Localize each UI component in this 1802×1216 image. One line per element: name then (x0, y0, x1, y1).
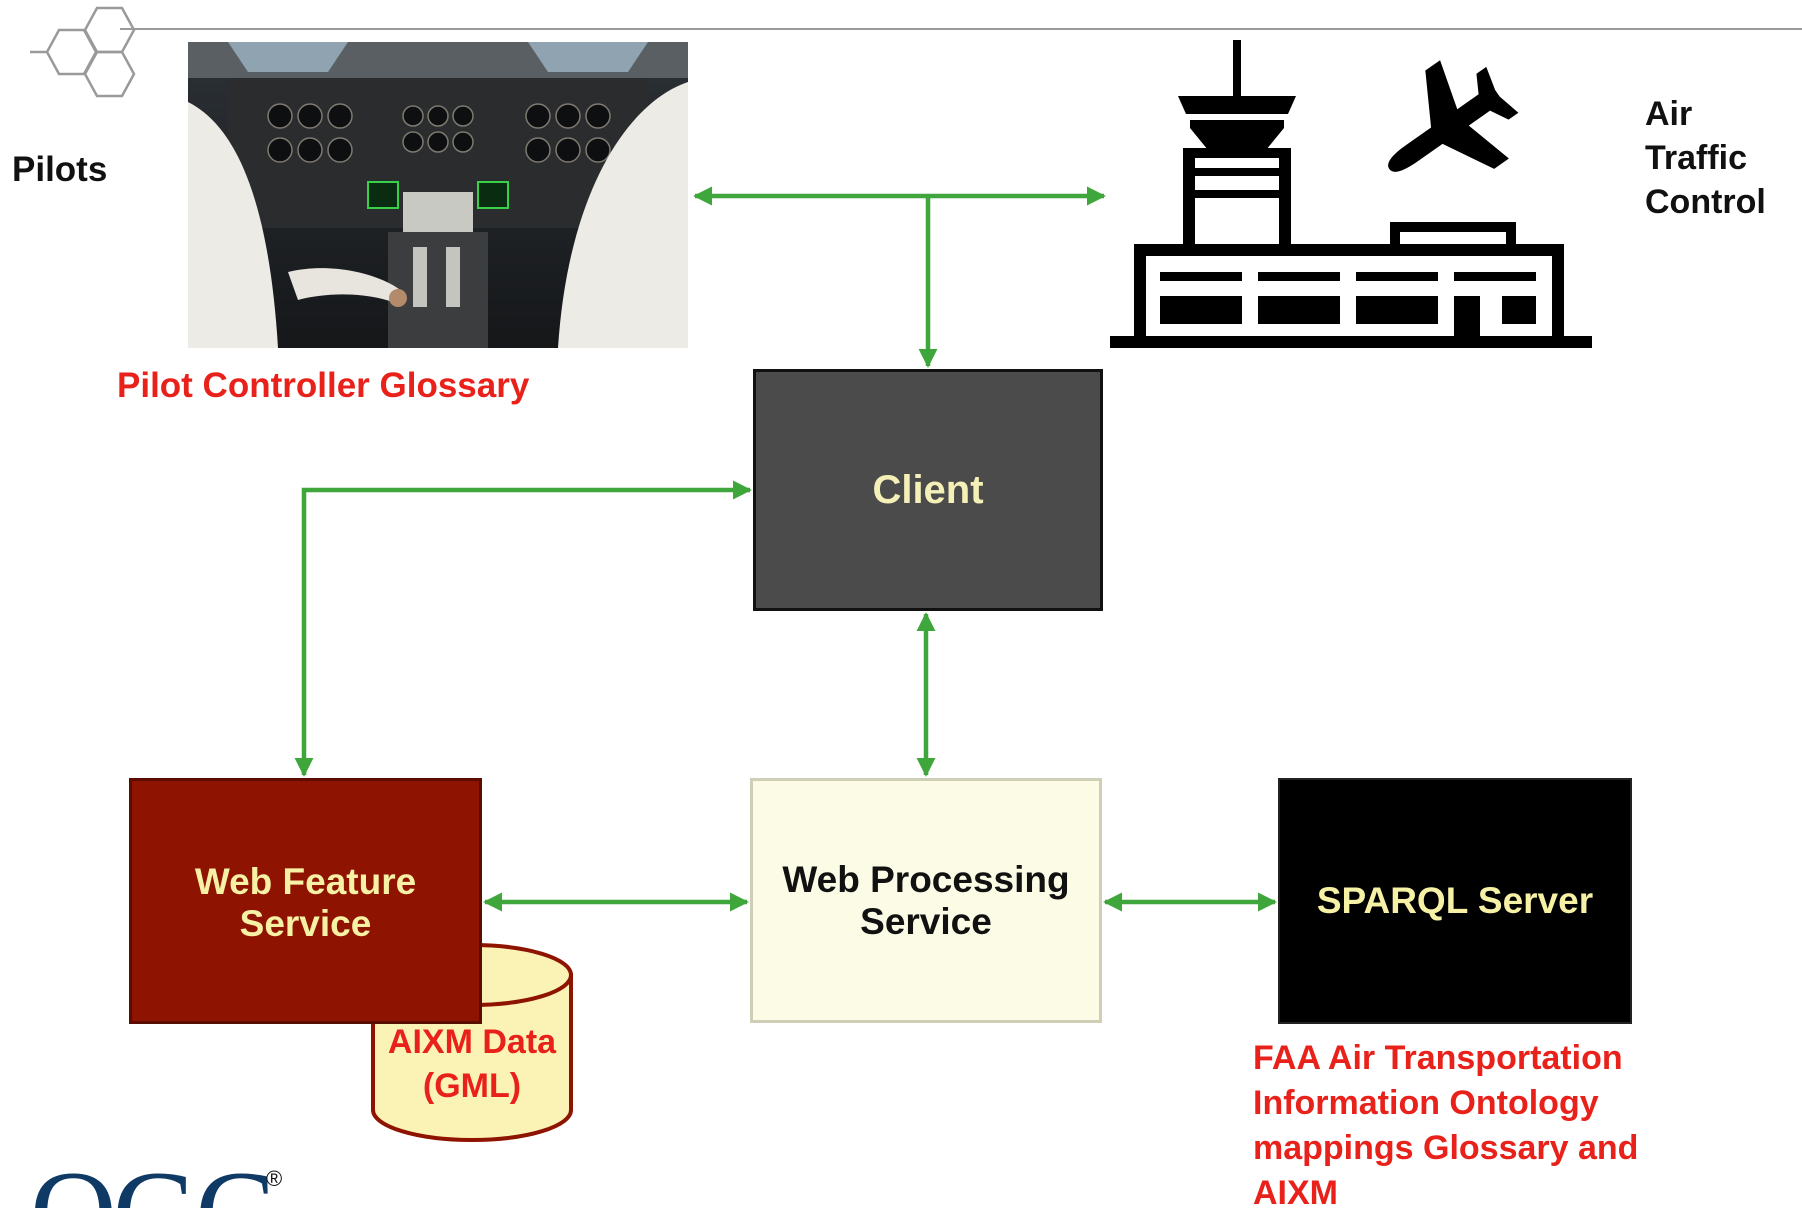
web-processing-service-node: Web Processing Service (750, 778, 1102, 1023)
ogc-logo-text: OGC (30, 1158, 275, 1208)
cockpit-photo (188, 42, 688, 348)
control-tower-icon (1110, 40, 1592, 348)
wps-line-1: Web Processing (782, 858, 1070, 900)
hexagon-logo-icon (30, 6, 136, 98)
client-node: Client (753, 369, 1103, 611)
atc-line-1: Air (1645, 95, 1693, 133)
wps-line-2: Service (860, 900, 992, 942)
atc-line-3: Control (1645, 183, 1766, 221)
web-feature-service-node: Web Feature Service (129, 778, 482, 1024)
aixm-data-label: AIXM Data (GML) (373, 1020, 571, 1108)
sparql-label: SPARQL Server (1316, 880, 1594, 921)
wfs-line-2: Service (239, 903, 372, 944)
wfs-line-1: Web Feature (194, 861, 417, 902)
ogc-logo-mark: ® (266, 1166, 283, 1191)
faa-line-1: FAA Air Transportation (1253, 1039, 1623, 1077)
atc-line-2: Traffic (1645, 139, 1748, 177)
sparql-server-node: SPARQL Server (1278, 778, 1632, 1024)
air-traffic-control-label: Air Traffic Control (1645, 92, 1766, 224)
aixm-line-1: AIXM Data (387, 1023, 557, 1061)
pilot-controller-glossary-label: Pilot Controller Glossary (117, 366, 530, 405)
pilots-label: Pilots (12, 150, 108, 189)
faa-line-4: AIXM (1253, 1174, 1338, 1212)
faa-ontology-label: FAA Air Transportation Information Ontol… (1253, 1036, 1638, 1216)
airplane-icon (1388, 60, 1519, 172)
ogc-logo: OGC ® (30, 1158, 310, 1208)
faa-line-3: mappings Glossary and (1253, 1129, 1639, 1167)
aixm-line-2: (GML) (422, 1067, 522, 1105)
client-label: Client (872, 468, 984, 512)
arrow-wfs-client (294, 480, 752, 777)
faa-line-2: Information Ontology (1253, 1084, 1599, 1122)
